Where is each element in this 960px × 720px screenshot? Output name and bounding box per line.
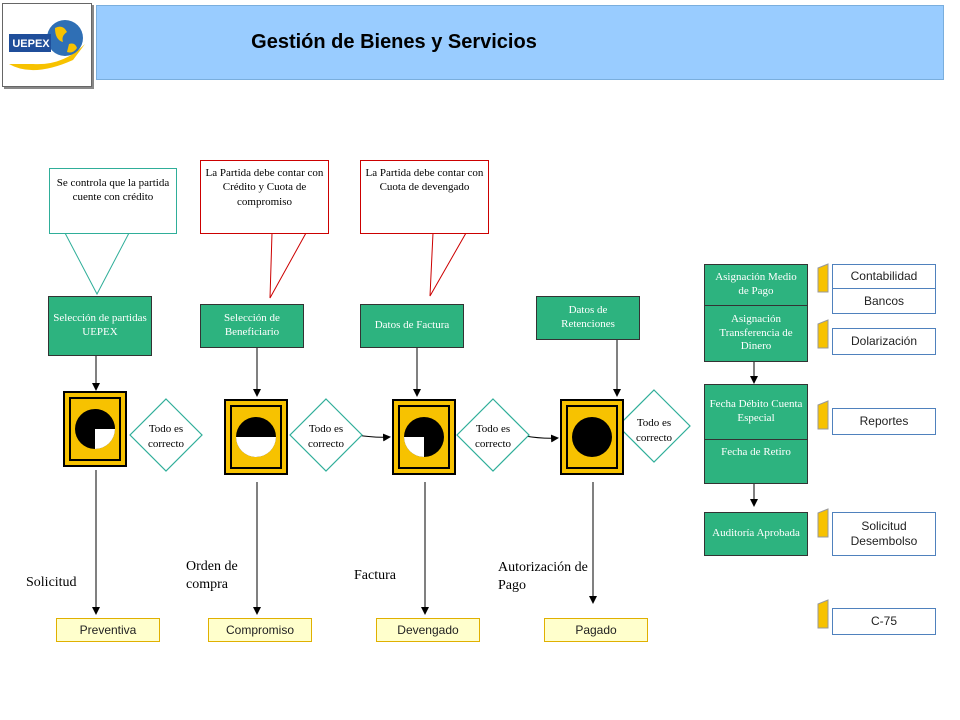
step-asignacion-transferencia[interactable]: Asignación Transferencia de Dinero <box>704 306 808 362</box>
step-auditoria-aprobada[interactable]: Auditoría Aprobada <box>704 512 808 556</box>
stage-label-orden-compra: Orden de compra <box>186 559 238 593</box>
page-title: Gestión de Bienes y Servicios <box>251 31 537 53</box>
stage-label-solicitud: Solicitud <box>26 575 77 590</box>
step-seleccion-beneficiario[interactable]: Selección de Beneficiario <box>200 304 304 348</box>
logo-text: UEPEX <box>12 38 50 50</box>
devengado-icon <box>392 399 456 475</box>
pagado-icon <box>560 399 624 475</box>
check-label-2: Todo es correcto <box>307 423 345 450</box>
check-label-3: Todo es correcto <box>474 423 512 450</box>
stage-label-factura: Factura <box>354 568 396 583</box>
output-reportes[interactable]: Reportes <box>832 408 936 435</box>
outcome-pagado[interactable]: Pagado <box>544 618 648 642</box>
output-dolarizacion[interactable]: Dolarización <box>832 328 936 355</box>
title-bar <box>96 5 944 80</box>
outcome-compromiso[interactable]: Compromiso <box>208 618 312 642</box>
callout-credito: Se controla que la partida cuente con cr… <box>49 168 177 234</box>
check-label-4: Todo es correcto <box>635 417 673 444</box>
step-datos-factura[interactable]: Datos de Factura <box>360 304 464 348</box>
uepex-logo: UEPEX <box>2 3 92 87</box>
outcome-preventiva[interactable]: Preventiva <box>56 618 160 642</box>
step-fecha-debito[interactable]: Fecha Débito Cuenta Especial <box>704 384 808 440</box>
stage-label-autorizacion: Autorización de Pago <box>498 560 588 594</box>
logo-graphic <box>9 20 85 71</box>
compromiso-icon <box>224 399 288 475</box>
check-label-1: Todo es correcto <box>147 423 185 450</box>
step-asignacion-medio-pago[interactable]: Asignación Medio de Pago <box>704 264 808 306</box>
output-solicitud-desembolso[interactable]: Solicitud Desembolso <box>832 512 936 556</box>
step-seleccion-partidas[interactable]: Selección de partidas UEPEX <box>48 296 152 356</box>
output-bancos[interactable]: Bancos <box>832 289 936 314</box>
output-c75[interactable]: C-75 <box>832 608 936 635</box>
callout-compromiso: La Partida debe contar con Crédito y Cuo… <box>200 160 329 234</box>
callout-devengado: La Partida debe contar con Cuota de deve… <box>360 160 489 234</box>
step-datos-retenciones[interactable]: Datos de Retenciones <box>536 296 640 340</box>
preventiva-icon <box>63 391 127 467</box>
output-contabilidad[interactable]: Contabilidad <box>832 264 936 289</box>
outcome-devengado[interactable]: Devengado <box>376 618 480 642</box>
step-fecha-retiro[interactable]: Fecha de Retiro <box>704 440 808 484</box>
